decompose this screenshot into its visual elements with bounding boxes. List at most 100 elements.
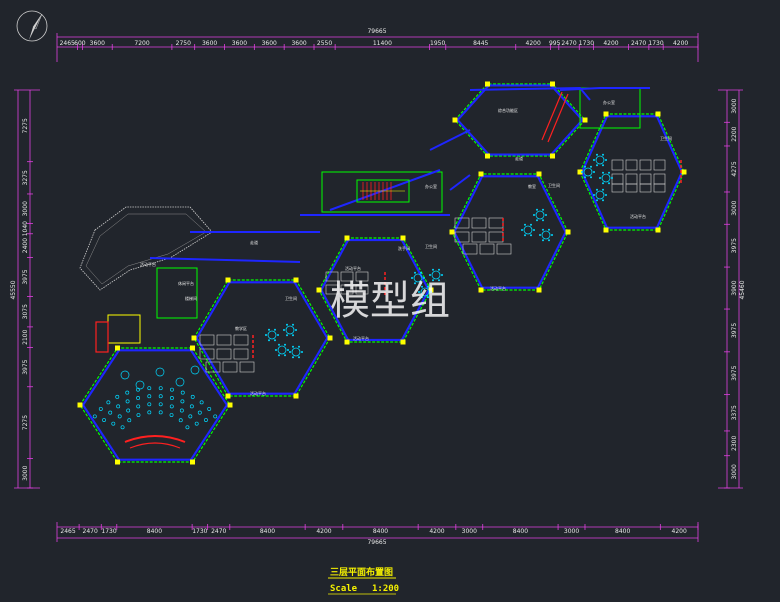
dim-segment-label: 2400 [22, 238, 29, 253]
dim-segment-label: 2465 [60, 40, 75, 47]
desk [625, 159, 638, 171]
dim-segment-label: 1950 [430, 40, 445, 47]
dim-segment-label: 8445 [473, 40, 488, 47]
hex-outline [79, 347, 231, 463]
room-label: 走道 [250, 239, 258, 245]
seat [92, 414, 97, 419]
dim-segment-label: 1730 [192, 528, 207, 535]
corridors [300, 86, 650, 216]
round-table [535, 210, 545, 220]
seat [207, 406, 212, 411]
round-table [277, 345, 287, 355]
desk [233, 334, 249, 346]
seat [179, 408, 184, 413]
seat [136, 404, 141, 409]
dim-top-total: 79665 [367, 28, 386, 35]
dim-segment-label: 2550 [317, 40, 332, 47]
dim-segment-label: 3600 [202, 40, 217, 47]
seat-cluster [155, 367, 165, 377]
seat [158, 402, 163, 407]
classroom-desks [199, 159, 682, 373]
desk [471, 231, 487, 243]
column [577, 169, 583, 175]
column [681, 169, 687, 175]
round-table [595, 190, 605, 200]
column [400, 235, 406, 241]
room-label: 卫生间 [285, 295, 297, 301]
seat [169, 396, 174, 400]
dim-segment-label: 3600 [291, 40, 306, 47]
dim-segment-label: 3600 [232, 40, 247, 47]
seat [117, 414, 122, 419]
dim-segment-label: 2200 [731, 126, 738, 141]
dim-segment-label: 2300 [731, 436, 738, 451]
room-label: 办公室 [425, 183, 437, 189]
stair-left [95, 314, 141, 353]
dim-segment-label: 11400 [373, 40, 392, 47]
dim-segment-label: 4200 [429, 528, 444, 535]
seat [111, 421, 116, 426]
dim-segment-label: 8400 [260, 528, 275, 535]
column [485, 81, 490, 87]
seat [98, 406, 103, 411]
round-table [285, 325, 295, 335]
dim-segment-label: 3975 [731, 365, 738, 380]
dim-segment-label: 995 [549, 40, 561, 47]
dim-segment-label: 2470 [83, 528, 98, 535]
seat [213, 414, 218, 419]
hex-outline [454, 83, 586, 157]
desk [205, 361, 221, 373]
desk [325, 284, 339, 295]
column [293, 277, 299, 283]
column [327, 335, 333, 341]
stair-upper-right [541, 91, 569, 143]
column [536, 287, 542, 293]
column [191, 335, 197, 341]
dim-segment-label: 3975 [22, 359, 29, 374]
column [115, 459, 120, 465]
room-label: 教学区 [235, 325, 247, 331]
desk [462, 243, 478, 255]
desk [639, 159, 652, 171]
seat [136, 387, 140, 392]
dim-segment-label: 4200 [673, 40, 688, 47]
desk [355, 284, 369, 295]
desk [216, 348, 232, 360]
room-label: 卫生间 [425, 243, 437, 249]
room-label: 办公室 [603, 99, 615, 105]
desk [611, 173, 624, 185]
desk [199, 348, 215, 360]
room-label: 卫生间 [548, 182, 560, 188]
seat [147, 402, 152, 407]
dim-segment-label: 8400 [373, 528, 388, 535]
seat [115, 394, 120, 399]
dim-segment-label: 3375 [731, 405, 738, 420]
column [565, 229, 571, 235]
round-table [541, 230, 551, 240]
dim-segment-label: 2470 [561, 40, 576, 47]
desk [488, 231, 504, 243]
desk [340, 271, 354, 282]
room-label: 活动平台 [140, 261, 156, 267]
dim-left-total: 45550 [10, 280, 17, 299]
seat [188, 414, 193, 419]
room-label: 活动平台 [490, 285, 506, 291]
desk [479, 243, 495, 255]
column [478, 287, 484, 293]
room-label: 休闲平台 [178, 280, 194, 286]
stage-arc [124, 435, 186, 443]
column [485, 153, 490, 159]
round-table [267, 330, 277, 340]
desk [340, 284, 354, 295]
room-label: 楼梯间 [185, 295, 197, 301]
column [478, 171, 484, 177]
dim-segment-label: 600 [74, 40, 86, 47]
dim-segment-label: 2470 [631, 40, 646, 47]
dim-segment-label: 2465 [60, 528, 75, 535]
dim-segment-label: 3000 [564, 528, 579, 535]
dim-segment-label: 3975 [731, 323, 738, 338]
seat [116, 404, 121, 409]
seat [180, 399, 185, 404]
north-arrow-icon [16, 10, 48, 42]
